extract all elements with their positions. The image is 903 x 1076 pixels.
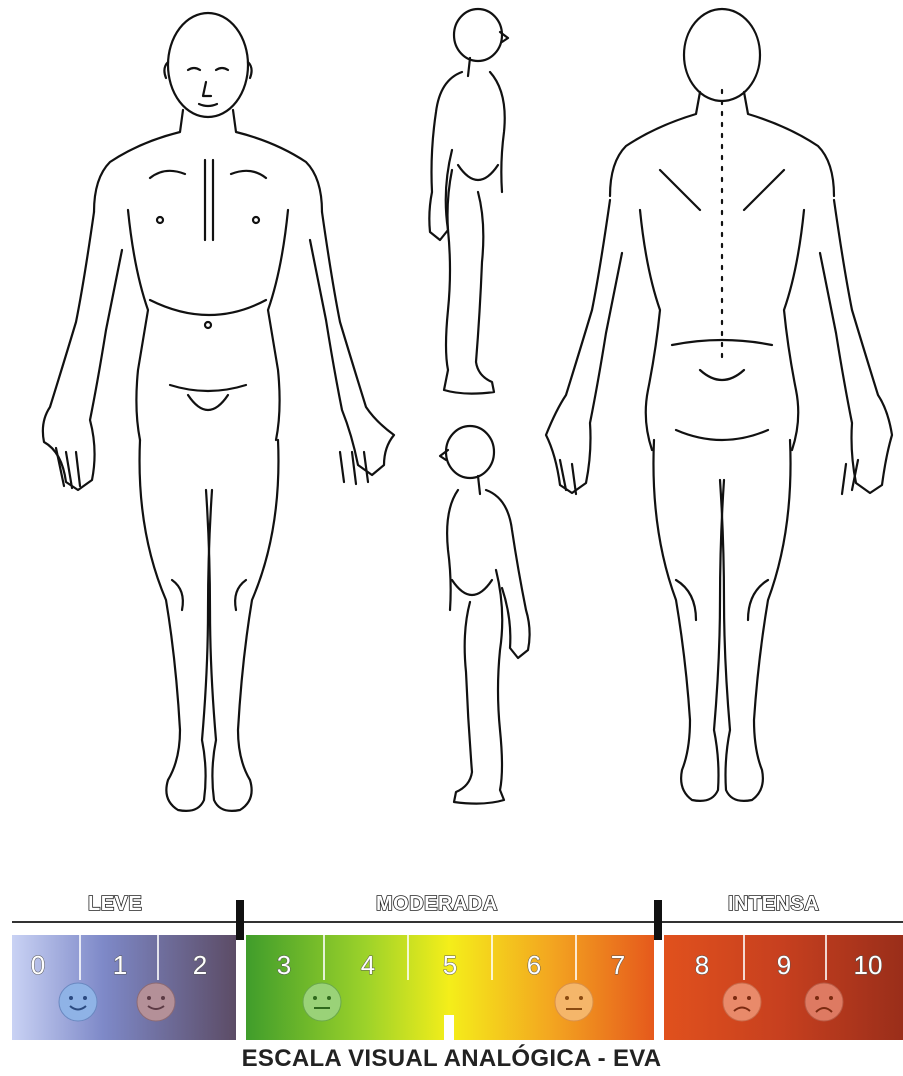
scale-number: 5 bbox=[430, 950, 470, 981]
back-body-figure bbox=[546, 9, 892, 801]
category-label-leve: LEVE bbox=[84, 893, 146, 915]
smile-face-icon bbox=[59, 983, 97, 1021]
scale-number: 8 bbox=[682, 950, 722, 981]
scale-number: 6 bbox=[514, 950, 554, 981]
pain-scale: LEVE MODERADA INTENSA 0 1 2 3 4 5 6 7 8 … bbox=[0, 895, 903, 1076]
category-label-moderada: MODERADA bbox=[372, 893, 502, 915]
scale-title: ESCALA VISUAL ANALÓGICA - EVA bbox=[0, 1045, 903, 1073]
body-chart-figures bbox=[0, 0, 903, 860]
scale-number: 3 bbox=[264, 950, 304, 981]
smile-face-icon bbox=[137, 983, 175, 1021]
scale-number: 4 bbox=[348, 950, 388, 981]
scale-number: 9 bbox=[764, 950, 804, 981]
scale-number: 0 bbox=[18, 950, 58, 981]
side-body-figure-left bbox=[440, 426, 530, 804]
sad-face-icon bbox=[805, 983, 843, 1021]
side-body-figure-right bbox=[429, 9, 508, 394]
sad-face-icon bbox=[723, 983, 761, 1021]
scale-number: 10 bbox=[848, 950, 888, 981]
category-label-intensa: INTENSA bbox=[724, 893, 823, 915]
scale-number: 1 bbox=[100, 950, 140, 981]
scale-number: 2 bbox=[180, 950, 220, 981]
worried-face-icon bbox=[555, 983, 593, 1021]
neutral-face-icon bbox=[303, 983, 341, 1021]
front-body-figure bbox=[43, 13, 394, 811]
scale-number: 7 bbox=[598, 950, 638, 981]
